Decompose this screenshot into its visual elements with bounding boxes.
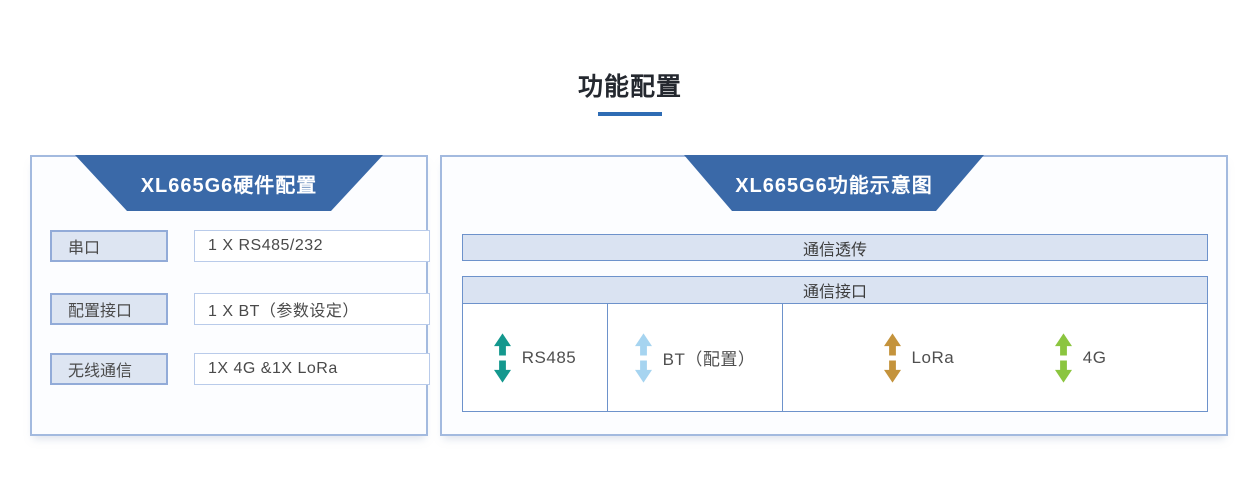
hw-value-wireless: 1X 4G &1X LoRa [194,353,430,385]
hardware-config-header: XL665G6硬件配置 [75,155,383,211]
updown-arrow-icon [634,332,652,383]
iface-4g: 4G [1054,331,1107,385]
hardware-config-panel: XL665G6硬件配置 串口 1 X RS485/232 配置接口 1 X BT… [30,155,430,436]
hw-label-serial-port: 串口 [50,230,168,262]
function-diagram-panel: XL665G6功能示意图 通信透传 通信接口 RS485 [440,155,1228,436]
updown-arrow-icon [883,332,901,383]
title-underline [598,112,662,116]
hw-row-config-interface: 配置接口 1 X BT（参数设定） [50,293,430,325]
hw-row-serial-port: 串口 1 X RS485/232 [50,230,430,262]
function-diagram-header: XL665G6功能示意图 [684,155,984,211]
page-title: 功能配置 [577,73,682,101]
updown-arrow-icon [493,332,511,383]
hw-row-wireless: 无线通信 1X 4G &1X LoRa [50,353,430,385]
updown-arrow-icon [1054,332,1072,383]
iface-label-rs485: RS485 [521,347,577,367]
hw-value-config-interface: 1 X BT（参数设定） [194,293,430,325]
hw-label-wireless: 无线通信 [50,353,168,385]
comm-cell-wireless: LoRa 4G [783,304,1207,411]
comm-cell-bt: BT（配置） [608,304,783,411]
iface-label-bt: BT（配置） [662,350,756,369]
comm-cell-rs485: RS485 [463,304,608,411]
page-title-block: 功能配置 [0,70,1260,116]
iface-lora: LoRa [883,331,955,385]
iface-rs485: RS485 [493,331,577,385]
comm-interface-table: 通信接口 RS485 [462,276,1208,412]
iface-label-lora: LoRa [911,347,955,367]
iface-bt: BT（配置） [634,331,756,385]
comm-interface-header: 通信接口 [462,276,1208,304]
iface-label-4g: 4G [1082,347,1107,367]
comm-interface-body: RS485 BT（配置） [462,304,1208,412]
hw-label-config-interface: 配置接口 [50,293,168,325]
hw-value-serial-port: 1 X RS485/232 [194,230,430,262]
transparent-transmission-bar: 通信透传 [462,234,1208,261]
